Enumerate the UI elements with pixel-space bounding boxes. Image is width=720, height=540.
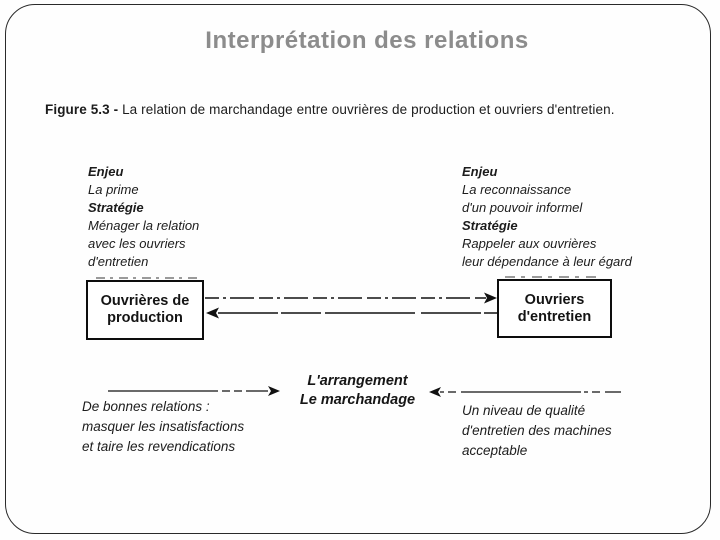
annotation-line: Enjeu [88, 164, 124, 179]
outcome-text-right: Un niveau de qualité d'entretien des mac… [462, 401, 612, 461]
annotation-line: La reconnaissance [462, 182, 572, 197]
outcome-line: De bonnes relations : [82, 399, 210, 414]
annotation-line: d'entretien [88, 254, 149, 269]
label-arrangement-line1: L'arrangement [307, 373, 408, 389]
box-label-line: Ouvrières de [100, 293, 190, 309]
outcome-line: et taire les revendications [82, 439, 236, 454]
annotation-line: Ménager la relation [88, 218, 200, 233]
outcome-line: d'entretien des machines [462, 423, 612, 438]
box-label-line: d'entretien [517, 308, 592, 325]
annotation-entretien: Enjeu La reconnaissance d'un pouvoir inf… [462, 163, 632, 271]
slide-title: Interprétation des relations [205, 27, 529, 54]
annotation-line: avec les ouvriers [88, 236, 186, 251]
annotation-line: Rappeler aux ouvrières [462, 236, 597, 251]
box-label-line: production [107, 310, 183, 326]
annotation-line: Enjeu [462, 164, 498, 179]
figure-caption: Figure 5.3 - La relation de marchandage … [45, 102, 615, 117]
box-label-line: Ouvriers [524, 291, 585, 308]
annotation-line: leur dépendance à leur égard [462, 254, 632, 269]
annotation-production: Enjeu La prime Stratégie Ménager la rela… [88, 163, 199, 271]
box-ouvrieres-production: Ouvrières de production [86, 280, 204, 340]
outcome-text-left: De bonnes relations : masquer les insati… [82, 397, 244, 457]
figure-caption-text: La relation de marchandage entre ouvrièr… [122, 102, 615, 117]
outcome-line: acceptable [462, 443, 528, 458]
outcome-line: Un niveau de qualité [462, 403, 586, 418]
annotation-line: d'un pouvoir informel [462, 200, 583, 215]
label-arrangement: L'arrangement Le marchandage [295, 372, 420, 410]
label-arrangement-line2: Le marchandage [299, 392, 416, 408]
outcome-line: masquer les insatisfactions [82, 419, 245, 434]
annotation-line: La prime [88, 182, 139, 197]
annotation-line: Stratégie [88, 200, 144, 215]
box-ouvriers-entretien: Ouvriers d'entretien [497, 279, 612, 338]
annotation-line: Stratégie [462, 218, 518, 233]
slide-border-frame [5, 4, 711, 534]
figure-caption-label: Figure 5.3 - [45, 102, 123, 117]
